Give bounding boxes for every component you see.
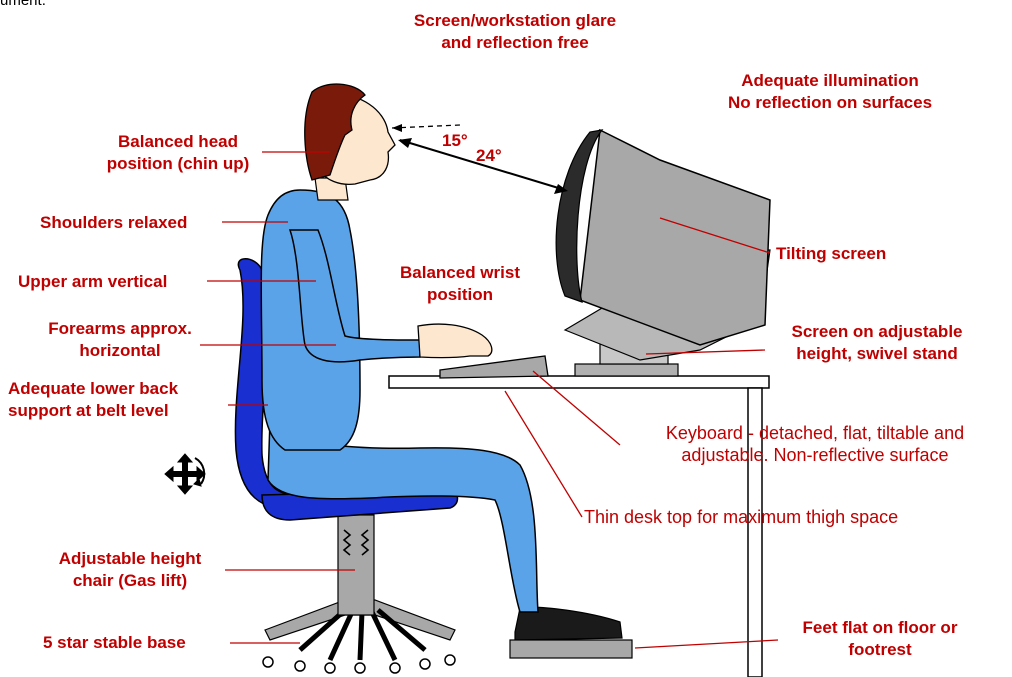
label-lower-back: Adequate lower back support at belt leve…: [8, 378, 178, 422]
label-forearms-line1: Forearms approx.: [20, 318, 220, 340]
label-wrist: Balanced wrist position: [370, 262, 550, 306]
sight-arrow-start: [398, 138, 412, 148]
person-hand: [418, 324, 492, 358]
label-stand-line2: height, swivel stand: [762, 343, 992, 365]
label-glare-line1: Screen/workstation glare: [365, 10, 665, 32]
label-stand-line1: Screen on adjustable: [762, 321, 992, 343]
angle-24-label: 24°: [476, 146, 502, 166]
label-forearms-line2: horizontal: [20, 340, 220, 362]
eye-level-line: [392, 125, 460, 128]
label-keyboard: Keyboard - detached, flat, tiltable and …: [620, 422, 1010, 466]
label-tilting: Tilting screen: [776, 243, 886, 265]
header-fragment: ument.: [0, 0, 46, 12]
monitor: [556, 130, 770, 376]
label-chair-line1: Adjustable height: [30, 548, 230, 570]
label-glare: Screen/workstation glare and reflection …: [365, 10, 665, 54]
label-base: 5 star stable base: [43, 632, 186, 654]
keyboard: [440, 356, 548, 378]
label-wrist-line1: Balanced wrist: [370, 262, 550, 284]
label-illumination: Adequate illumination No reflection on s…: [690, 70, 970, 114]
label-stand: Screen on adjustable height, swivel stan…: [762, 321, 992, 365]
label-feet-line1: Feet flat on floor or: [780, 617, 980, 639]
label-forearms: Forearms approx. horizontal: [20, 318, 220, 362]
label-illumination-line1: Adequate illumination: [690, 70, 970, 92]
label-chair-line2: chair (Gas lift): [30, 570, 230, 592]
label-head-line2: position (chin up): [78, 153, 278, 175]
label-lower-back-line2: support at belt level: [8, 400, 178, 422]
label-lower-back-line1: Adequate lower back: [8, 378, 178, 400]
label-chair: Adjustable height chair (Gas lift): [30, 548, 230, 592]
move-arrows-icon: [165, 454, 205, 494]
label-desk: Thin desk top for maximum thigh space: [584, 506, 898, 528]
label-shoulders: Shoulders relaxed: [40, 212, 187, 234]
label-head: Balanced head position (chin up): [78, 131, 278, 175]
label-keyboard-line1: Keyboard - detached, flat, tiltable and: [620, 422, 1010, 444]
angle-15-label: 15°: [442, 131, 468, 151]
monitor-stand-base: [575, 364, 678, 376]
label-feet-line2: footrest: [780, 639, 980, 661]
footrest: [510, 640, 632, 658]
label-glare-line2: and reflection free: [365, 32, 665, 54]
label-head-line1: Balanced head: [78, 131, 278, 153]
label-feet: Feet flat on floor or footrest: [780, 617, 980, 661]
chair-gas-lift: [338, 515, 374, 615]
eye-level-arrow: [392, 124, 402, 132]
label-illumination-line2: No reflection on surfaces: [690, 92, 970, 114]
label-keyboard-line2: adjustable. Non-reflective surface: [620, 444, 1010, 466]
label-upper-arm: Upper arm vertical: [18, 271, 167, 293]
label-wrist-line2: position: [370, 284, 550, 306]
